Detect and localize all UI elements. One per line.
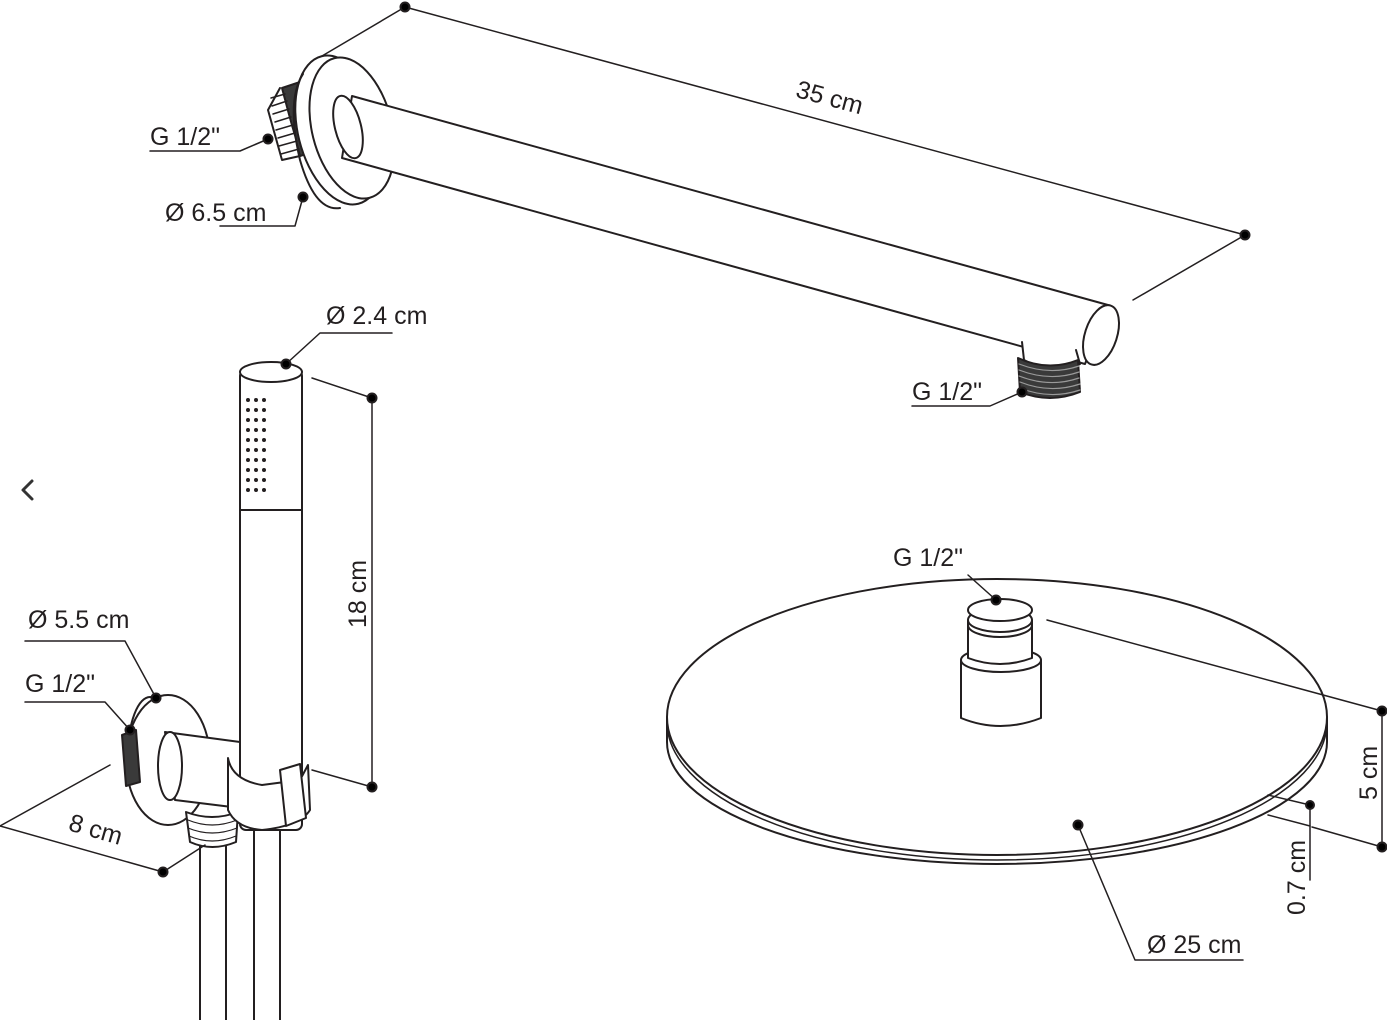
holder-thread-label: G 1/2" <box>25 670 95 698</box>
arm-flange-diameter-label: Ø 6.5 cm <box>165 199 266 227</box>
previous-button[interactable] <box>10 470 46 510</box>
shower-arm <box>149 1 1251 407</box>
arm-outlet-leader <box>911 386 1028 407</box>
head-thread-leader <box>967 574 1002 606</box>
hand-shower-diameter-leader <box>280 332 393 370</box>
head-thickness-dimension <box>1267 794 1315 881</box>
hose-nut <box>185 811 239 848</box>
hand-shower-set <box>0 332 393 1021</box>
arm-outlet-thread-label: G 1/2" <box>912 378 982 406</box>
holder-flange-leader <box>24 640 162 704</box>
holder-flange-diameter-label: Ø 5.5 cm <box>28 606 129 634</box>
arm-tube <box>332 94 1120 366</box>
holder-clip <box>227 757 311 831</box>
arm-outlet-connector <box>1017 341 1081 399</box>
holder-depth-dimension <box>0 764 206 878</box>
head-diameter-leader <box>1072 819 1244 961</box>
arm-thread-label: G 1/2" <box>150 123 220 151</box>
hose <box>199 829 281 1021</box>
head-diameter-label: Ø 25 cm <box>1147 931 1241 959</box>
hand-shower <box>239 361 303 831</box>
hand-shower-diameter-label: Ø 2.4 cm <box>326 302 427 330</box>
head-height-dimension <box>1046 619 1387 853</box>
hand-shower-length-dimension <box>311 377 378 793</box>
arm-flange-leader <box>219 191 309 227</box>
chevron-left-icon <box>21 479 34 501</box>
head-height-label: 5 cm <box>1355 746 1383 800</box>
hand-shower-length-label: 18 cm <box>344 560 372 628</box>
head-thickness-label: 0.7 cm <box>1283 840 1311 915</box>
holder-depth-label: 8 cm <box>66 809 126 851</box>
arm-thread-leader <box>149 133 274 152</box>
holder-body <box>157 731 241 809</box>
holder-thread-leader <box>24 701 136 736</box>
arm-length-label: 35 cm <box>793 75 866 120</box>
head-thread-label: G 1/2" <box>893 544 963 572</box>
shower-head <box>666 574 1387 961</box>
head-connector <box>960 598 1042 727</box>
arm-length-dimension <box>321 1 1251 301</box>
nozzle-grid <box>246 398 266 492</box>
